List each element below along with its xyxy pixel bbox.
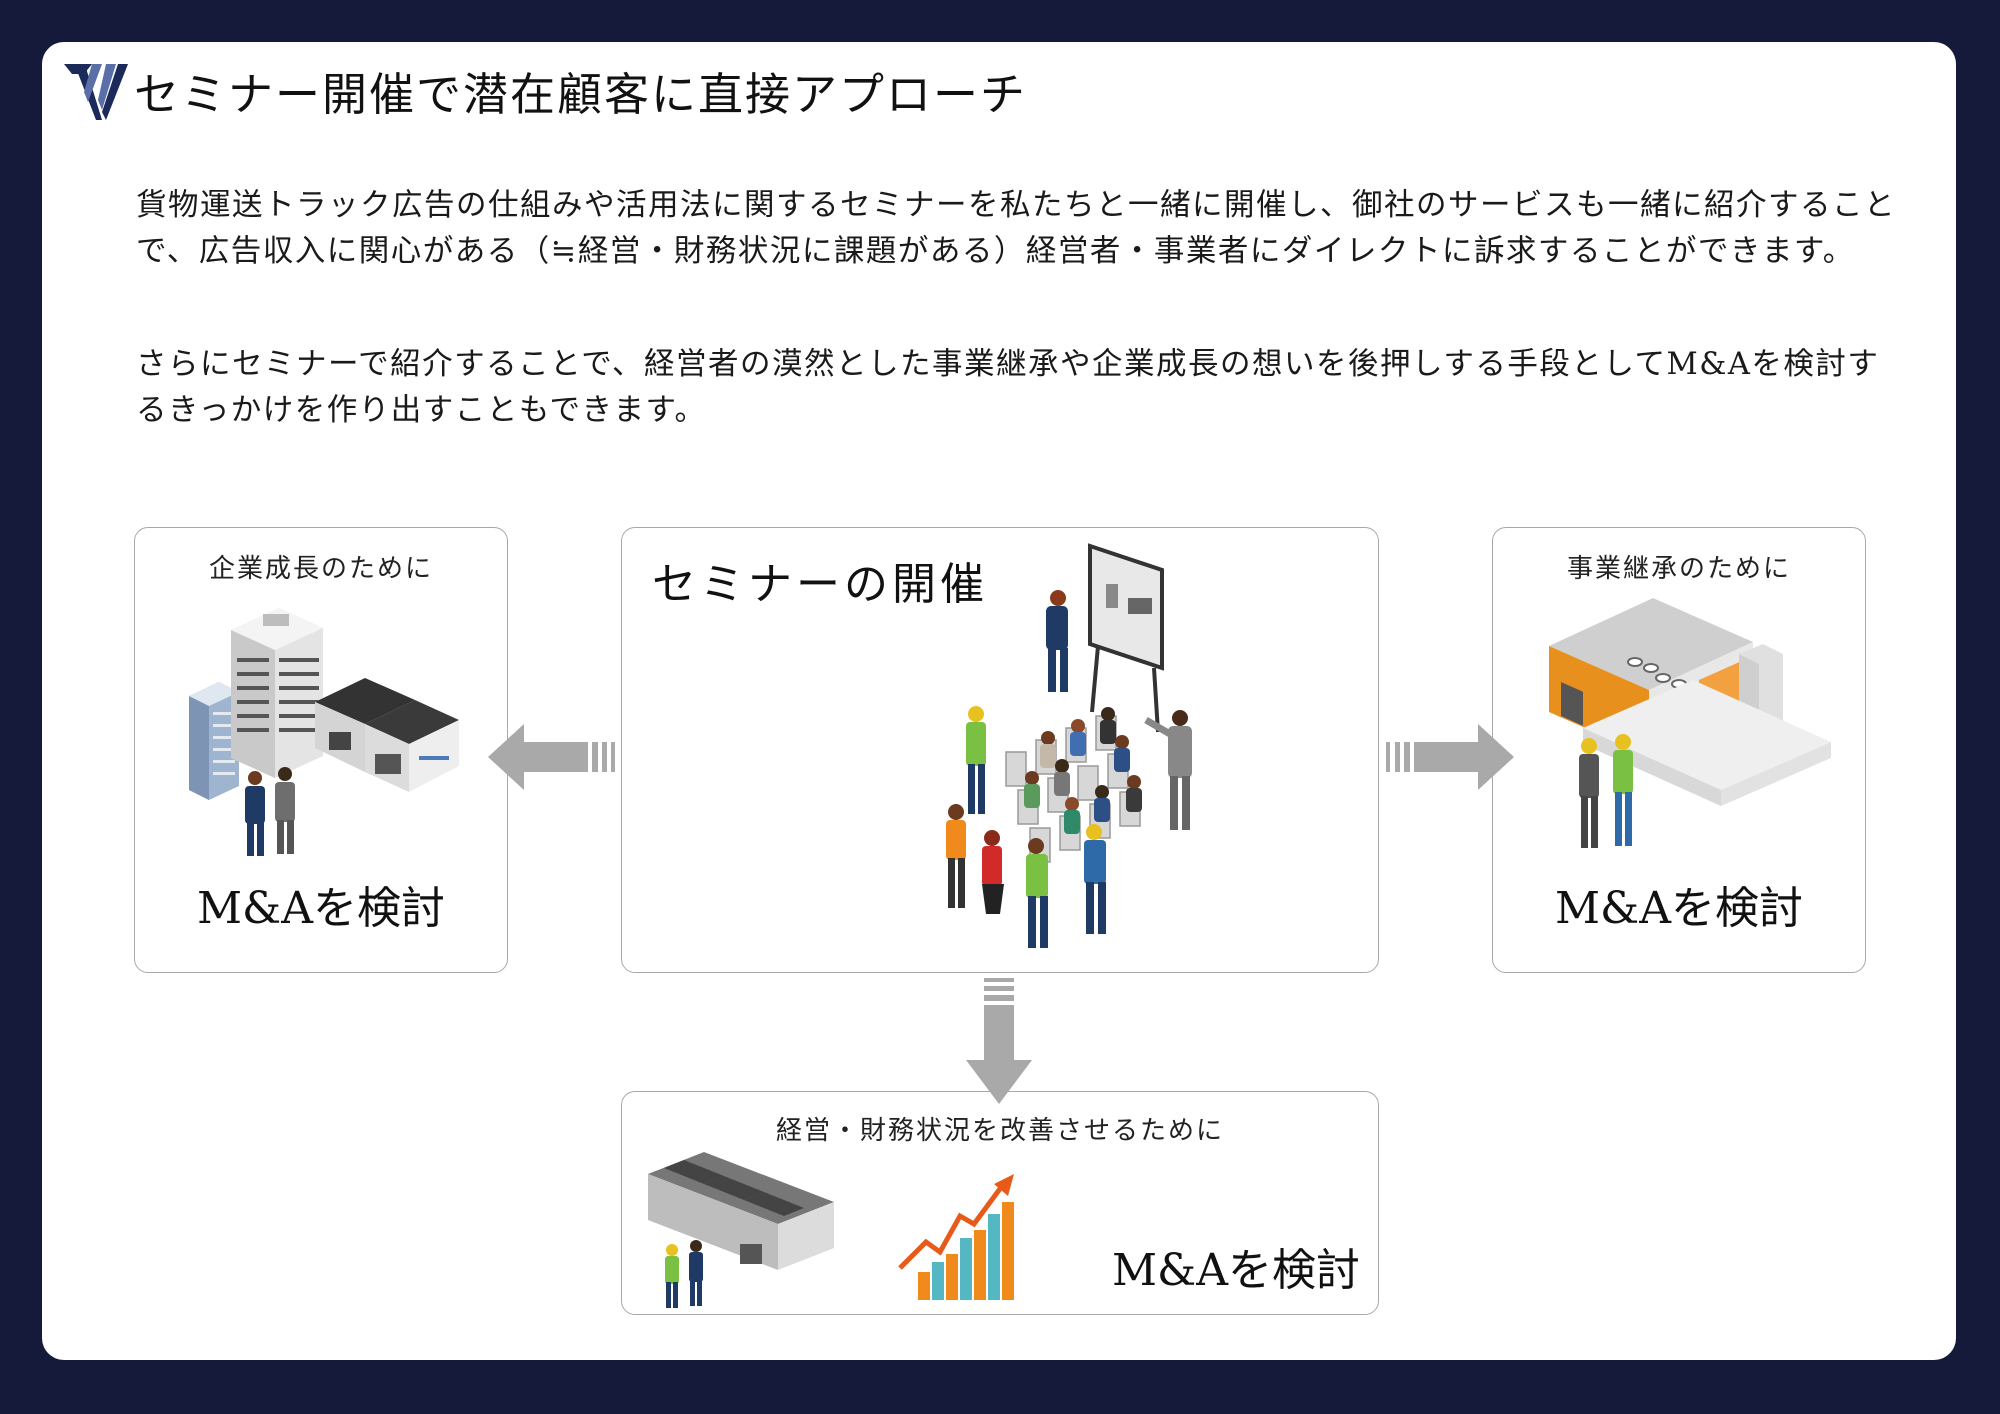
succession-box: 事業継承のために M&Aを検討 bbox=[1492, 527, 1866, 973]
growth-chart-icon bbox=[898, 1174, 1014, 1300]
growth-box-cta: M&Aを検討 bbox=[197, 883, 445, 934]
intro-paragraph-1: 貨物運送トラック広告の仕組みや活用法に関するセミナーを私たちと一緒に開催し、御社… bbox=[136, 188, 1896, 269]
growth-box: 企業成長のために bbox=[134, 527, 508, 973]
finance-box-heading: 経営・財務状況を改善させるために bbox=[775, 1116, 1224, 1146]
finance-box-cta: M&Aを検討 bbox=[1112, 1245, 1360, 1296]
growth-box-heading: 企業成長のために bbox=[208, 554, 433, 584]
succession-box-heading: 事業継承のために bbox=[1566, 554, 1791, 584]
seminar-scene-icon bbox=[946, 543, 1192, 948]
arrow-down-icon bbox=[966, 978, 1032, 1104]
finance-box: 経営・財務状況を改善させるために M&Aを検討 bbox=[621, 1091, 1379, 1315]
factory-icon bbox=[1549, 598, 1831, 848]
seminar-box: セミナーの開催 bbox=[621, 527, 1379, 973]
factory-workers-icon bbox=[648, 1152, 834, 1308]
office-buildings-icon bbox=[189, 608, 459, 856]
logo-mark bbox=[64, 64, 128, 120]
intro-paragraph-2: さらにセミナーで紹介することで、経営者の漠然とした事業継承や企業成長の想いを後押… bbox=[136, 347, 1880, 428]
arrow-right-icon bbox=[1386, 724, 1514, 790]
arrow-left-icon bbox=[488, 724, 615, 790]
seminar-title: セミナーの開催 bbox=[652, 559, 988, 610]
succession-box-cta: M&Aを検討 bbox=[1555, 883, 1803, 934]
page-title: セミナー開催で潜在顧客に直接アプローチ bbox=[134, 68, 1028, 121]
